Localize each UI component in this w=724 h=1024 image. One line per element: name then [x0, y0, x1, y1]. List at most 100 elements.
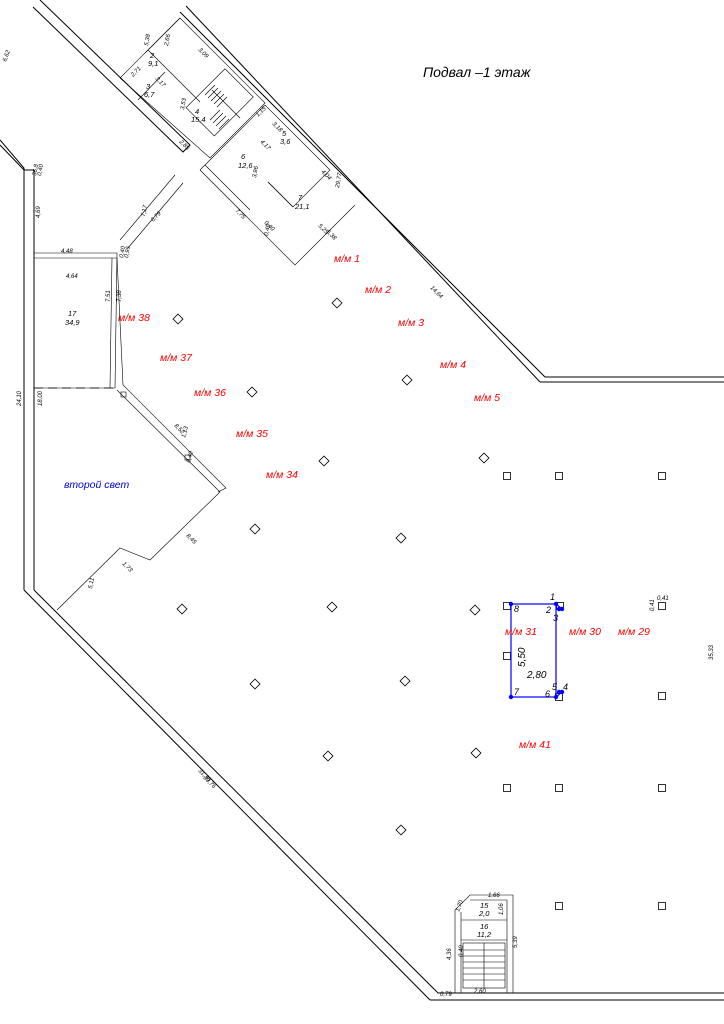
- dimension-label: 4,64: [66, 274, 78, 280]
- column-square: [503, 784, 511, 792]
- dimension-label: 36,8: [32, 163, 40, 176]
- column-square: [503, 472, 511, 480]
- room-number: 17: [68, 309, 77, 318]
- vertex-handle[interactable]: [553, 694, 559, 700]
- dimension-label: 0,41: [650, 599, 656, 611]
- column-diamond: [176, 603, 188, 615]
- column-diamond: [395, 532, 407, 544]
- column-diamond: [246, 386, 258, 398]
- dimension-label: 7,51: [106, 290, 112, 302]
- room-area: 9,1: [148, 59, 158, 68]
- column-square: [658, 602, 666, 610]
- dimension-label: 0,95: [124, 245, 132, 258]
- dimension-label: 3,96: [252, 165, 260, 178]
- dimension-label: 5,11: [88, 577, 96, 589]
- dimension-label: 5,38: [325, 229, 338, 242]
- vertex-label: 1: [550, 592, 555, 602]
- dimension-label: 0,40: [459, 945, 465, 957]
- vertex-label: 3: [553, 613, 558, 623]
- column-diamond: [322, 750, 334, 762]
- column-square: [503, 652, 511, 660]
- dimension-label: 8,45: [185, 533, 198, 546]
- parking-space-label: м/м 41: [519, 739, 551, 751]
- dimension-label: 4,48: [61, 249, 73, 255]
- parking-space-label: м/м 3: [398, 317, 424, 329]
- column-square: [555, 472, 563, 480]
- dimension-label: 1,06: [499, 903, 505, 915]
- vertex-handle[interactable]: [508, 694, 514, 700]
- room-area: 12,6: [238, 161, 253, 170]
- dimension-label: 6,79: [150, 210, 163, 223]
- vertex-handle[interactable]: [556, 689, 562, 695]
- column-diamond: [318, 455, 330, 467]
- dimension-label: 2,66: [164, 33, 172, 47]
- selection-height: 5,50: [517, 647, 528, 667]
- dimension-label: 14,64: [429, 285, 444, 300]
- dimension-label: 1,70: [455, 899, 465, 913]
- vertex-handle[interactable]: [508, 601, 514, 607]
- dimension-label: 7,38: [117, 290, 123, 302]
- room-number: 5: [282, 129, 287, 138]
- room-area: 21,1: [294, 202, 310, 211]
- dimension-label: 0,79: [440, 992, 452, 998]
- column-diamond: [249, 678, 261, 690]
- dimension-label: 4,04: [320, 169, 333, 182]
- dimension-label: 35,33: [709, 644, 715, 660]
- dimension-label: 0,40: [37, 163, 45, 176]
- parking-space-label: м/м 37: [160, 352, 193, 364]
- parking-space-label: м/м 29: [618, 626, 650, 638]
- vertex-label: 7: [514, 687, 520, 697]
- parking-space-label: м/м 5: [474, 392, 500, 404]
- dimension-label: 0,41: [657, 596, 669, 602]
- column-diamond: [331, 297, 343, 309]
- dimension-label: 4,17: [259, 139, 272, 152]
- room-number: 4: [195, 107, 199, 116]
- dimension-label: 0,40: [264, 223, 272, 236]
- room-area: 15,4: [191, 115, 206, 124]
- vertex-label: 8: [514, 604, 519, 614]
- second-light-label: второй свет: [64, 479, 129, 491]
- dimension-label: 29,77: [335, 172, 344, 189]
- dimension-label: 24,10: [17, 390, 23, 407]
- dimension-label: 1,13: [181, 425, 190, 438]
- selected-space[interactable]: 1 2 3 4 5 6 7 8 2,80 5,50: [508, 592, 568, 700]
- dimension-label: 3,17: [154, 76, 167, 89]
- column-square: [555, 902, 563, 910]
- room-number: 3: [146, 82, 151, 91]
- dimension-label: 7,75: [234, 208, 247, 221]
- room-labels: 2 9,1 3 6,7 4 15,4 5 3,6 6 12,6 7 21,1 1…: [65, 51, 492, 939]
- dimension-label: 6,62: [2, 49, 12, 63]
- dimension-label: 0,40: [119, 245, 127, 258]
- dimension-label: 7,17: [141, 204, 149, 217]
- parking-space-label: м/м 35: [236, 428, 268, 440]
- selection-outline[interactable]: [510, 603, 557, 698]
- column-diamond: [401, 374, 413, 386]
- vertex-handle[interactable]: [559, 606, 565, 612]
- parking-space-label: м/м 2: [365, 284, 391, 296]
- parking-space-label: м/м 1: [334, 253, 360, 265]
- room-area: 2,0: [478, 909, 490, 918]
- room-area: 34,9: [65, 318, 80, 327]
- room-17-block: [34, 252, 227, 611]
- parking-space-label: м/м 4: [440, 359, 466, 371]
- columns: [172, 297, 666, 910]
- dimension-label: 5,39: [513, 936, 519, 948]
- room-number: 2: [149, 51, 155, 60]
- column-square: [658, 902, 666, 910]
- room-area: 11,2: [477, 930, 492, 939]
- parking-space-label: м/м 31: [505, 626, 537, 638]
- vertex-handle[interactable]: [553, 601, 559, 607]
- dimension-label: 2,85: [177, 138, 191, 152]
- parking-labels: м/м 1 м/м 2 м/м 3 м/м 4 м/м 5 м/м 38 м/м…: [118, 253, 650, 751]
- bottom-stair-block: [454, 894, 514, 993]
- parking-space-label: м/м 36: [194, 387, 226, 399]
- dimension-label: 2,60: [473, 989, 486, 995]
- room-area: 3,6: [280, 137, 291, 146]
- room-area: 6,7: [144, 90, 155, 99]
- dimension-label: 18,00: [38, 390, 44, 406]
- room-number: 7: [298, 193, 303, 202]
- dimension-label: 3,09: [197, 47, 210, 60]
- vertex-label: 4: [563, 682, 568, 692]
- dimension-label: 3,53: [180, 97, 188, 110]
